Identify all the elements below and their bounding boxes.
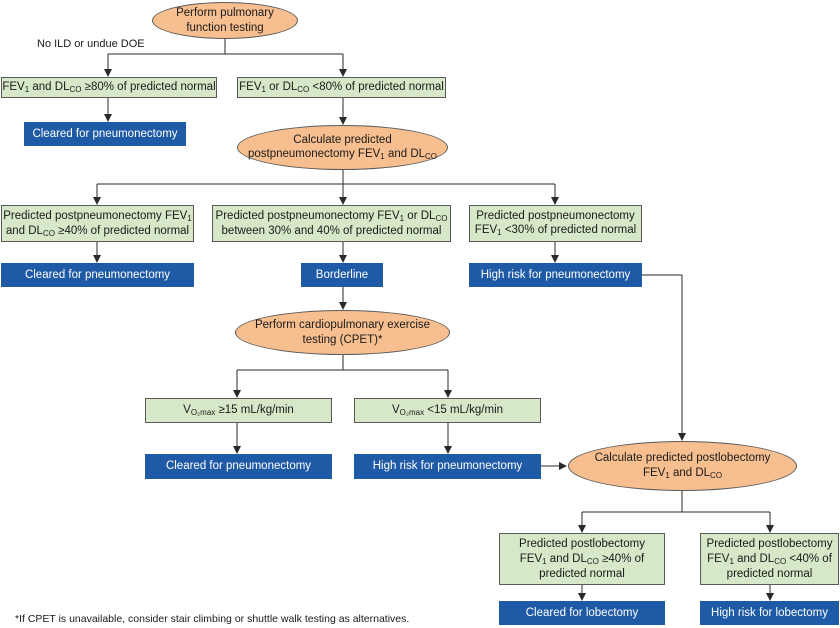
ppo-lt30-box: Predicted postpneumonectomy FEV1 <30% of… bbox=[469, 205, 642, 242]
ppo-lob-lt40-line3: predicted normal bbox=[726, 567, 813, 580]
start-line1: Perform pulmonary bbox=[176, 7, 274, 20]
cpet-line1: Perform cardiopulmonary exercise bbox=[254, 319, 431, 332]
fev1-dlco-ge80-box: FEV1 and DLCO ≥80% of predicted normal bbox=[1, 77, 217, 98]
ppo-30-40-line1: Predicted postpneumonectomy FEV1 or DLCO bbox=[215, 209, 448, 223]
start-line2: function testing bbox=[186, 21, 264, 34]
ppo-lob-ge40-line1: Predicted postlobectomy bbox=[519, 538, 645, 551]
connector bbox=[642, 274, 686, 441]
cpet-footnote: *If CPET is unavailable, consider stair … bbox=[15, 613, 410, 625]
ppo-30-40-box: Predicted postpneumonectomy FEV1 or DLCO… bbox=[212, 205, 451, 242]
high-risk-pneumonectomy-result-1: High risk for pneumonectomy bbox=[469, 263, 642, 287]
cpet-line2: testing (CPET)* bbox=[302, 333, 383, 346]
cleared-pneumonectomy-result-1: Cleared for pneumonectomy bbox=[24, 122, 186, 146]
vo2max-lt15-text: VO₂max <15 mL/kg/min bbox=[391, 404, 504, 417]
high-risk-pneumonectomy-result-2: High risk for pneumonectomy bbox=[354, 454, 541, 479]
calc-lob-line2: FEV1 and DLCO bbox=[642, 466, 723, 480]
ppo-ge40-line2: and DLCO ≥40% of predicted normal bbox=[5, 224, 190, 238]
vo2max-ge15-text: VO₂max ≥15 mL/kg/min bbox=[183, 404, 294, 417]
cpet-oval: Perform cardiopulmonary exercise testing… bbox=[235, 310, 450, 355]
ppo-lt30-line2: FEV1 <30% of predicted normal bbox=[474, 224, 637, 238]
high-risk-lobectomy-result: High risk for lobectomy bbox=[700, 601, 839, 625]
ppo-lob-ge40-line3: predicted normal bbox=[539, 567, 625, 580]
cleared-lobectomy-result: Cleared for lobectomy bbox=[499, 601, 665, 625]
calc-ppo-oval: Calculate predicted postpneumonectomy FE… bbox=[237, 125, 448, 170]
cleared-pneumonectomy-result-3: Cleared for pneumonectomy bbox=[145, 454, 332, 479]
calc-lob-line1: Calculate predicted postlobectomy bbox=[594, 452, 771, 465]
ppo-lob-lt40-line1: Predicted postlobectomy bbox=[706, 538, 833, 551]
borderline-result: Borderline bbox=[301, 263, 383, 287]
ppo-lob-ge40-box: Predicted postlobectomy FEV1 and DLCO ≥4… bbox=[499, 533, 665, 585]
cleared-pneumonectomy-result-2: Cleared for pneumonectomy bbox=[1, 263, 194, 287]
vo2max-ge15-box: VO₂max ≥15 mL/kg/min bbox=[145, 398, 332, 423]
perform-pft-oval: Perform pulmonary function testing bbox=[152, 2, 298, 39]
ppo-lob-lt40-line2: FEV1 and DLCO <40% of bbox=[707, 552, 832, 566]
ppo-lt30-line1: Predicted postpneumonectomy bbox=[476, 209, 635, 222]
branch-note: No ILD or undue DOE bbox=[37, 38, 145, 50]
ppo-lob-lt40-box: Predicted postlobectomy FEV1 and DLCO <4… bbox=[700, 533, 839, 585]
calc-ppo-line1: Calculate predicted bbox=[293, 133, 392, 146]
calc-postlobectomy-oval: Calculate predicted postlobectomy FEV1 a… bbox=[568, 441, 797, 491]
fev1-dlco-lt80-text: FEV1 or DLCO <80% of predicted normal bbox=[239, 81, 444, 94]
vo2max-lt15-box: VO₂max <15 mL/kg/min bbox=[354, 398, 541, 423]
calc-ppo-line2: postpneumonectomy FEV1 and DLCO bbox=[247, 148, 438, 162]
fev1-dlco-lt80-box: FEV1 or DLCO <80% of predicted normal bbox=[237, 77, 446, 98]
ppo-ge40-box: Predicted postpneumonectomy FEV1 and DLC… bbox=[1, 205, 194, 242]
fev1-dlco-ge80-text: FEV1 and DLCO ≥80% of predicted normal bbox=[2, 81, 216, 94]
ppo-ge40-line1: Predicted postpneumonectomy FEV1 bbox=[3, 209, 192, 223]
ppo-30-40-line2: between 30% and 40% of predicted normal bbox=[221, 224, 442, 237]
ppo-lob-ge40-line2: FEV1 and DLCO ≥40% of bbox=[519, 552, 645, 566]
